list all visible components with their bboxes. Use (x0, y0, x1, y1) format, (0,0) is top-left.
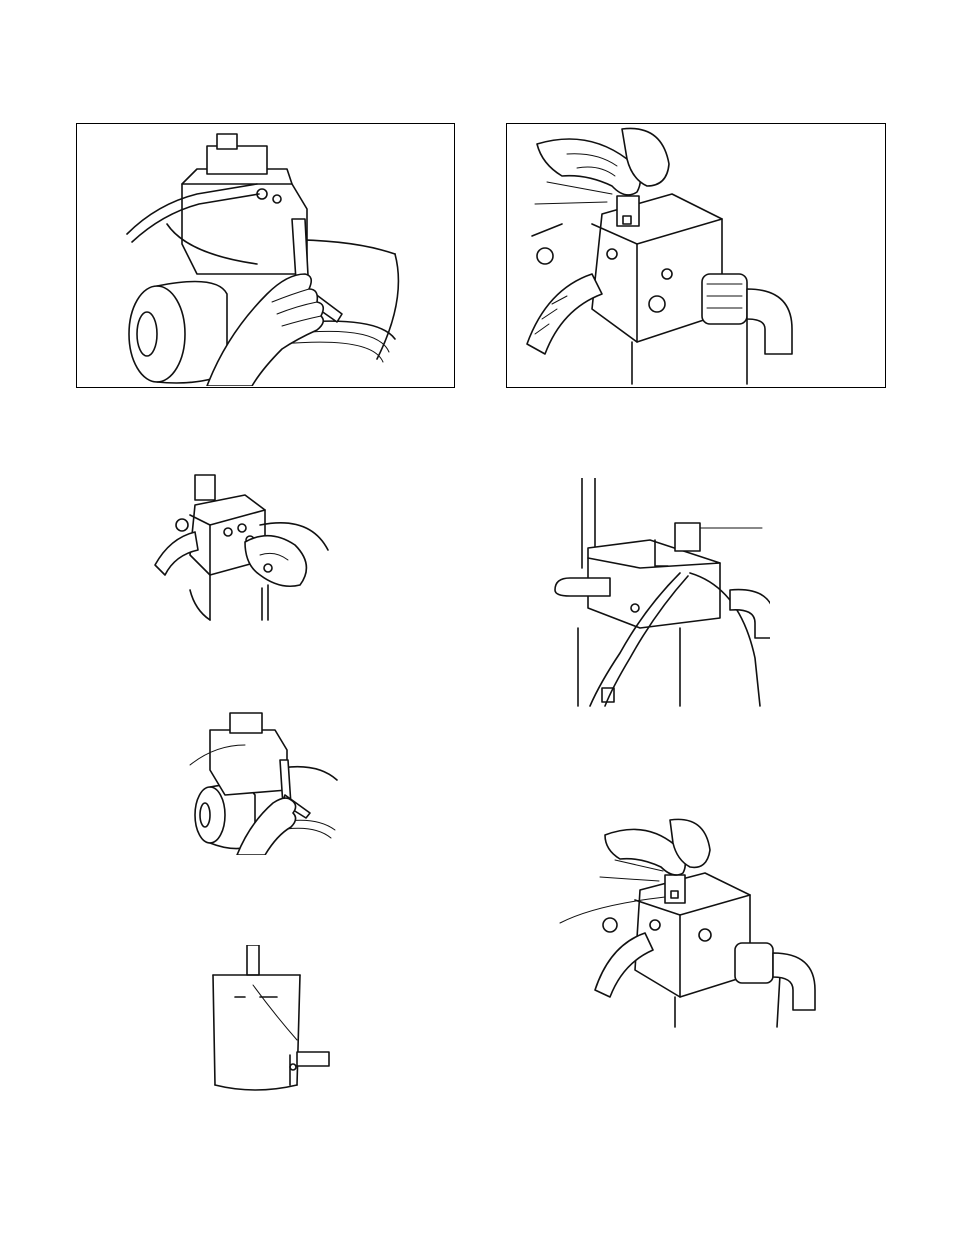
figure-6-manifold-button-leaders (555, 815, 825, 1030)
figure-1-valve-turn (76, 123, 455, 388)
figure-6-illustration (555, 815, 825, 1030)
figure-2-illustration (507, 124, 884, 386)
figure-5-valve-turn-small (185, 705, 345, 855)
figure-4-illustration (550, 478, 770, 710)
figure-5-illustration (185, 705, 345, 855)
figure-7-illustration (205, 945, 340, 1095)
figure-1-illustration (77, 124, 453, 386)
figure-4-manifold-leader (550, 478, 770, 710)
figure-3-illustration (150, 470, 330, 622)
figure-3-manifold-hose (150, 470, 330, 622)
figure-7-cylinder (205, 945, 340, 1095)
figure-2-manifold-button (506, 123, 886, 388)
